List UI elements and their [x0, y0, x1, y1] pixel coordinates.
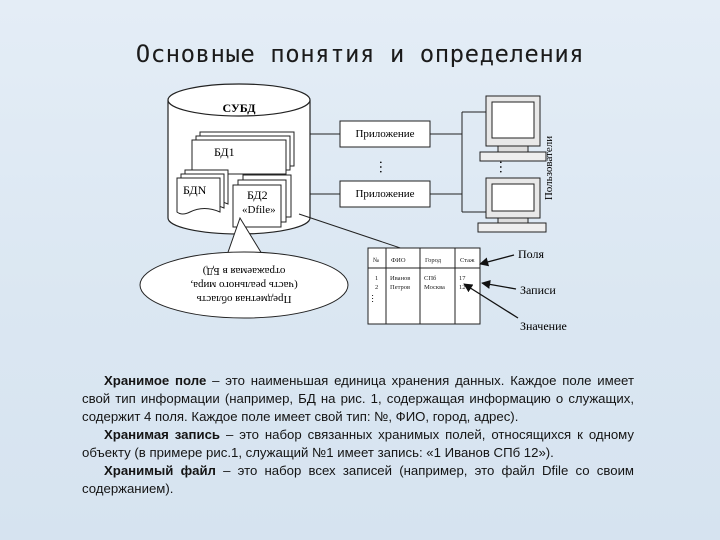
application-label-1: Приложение [355, 128, 414, 140]
computer-icon [480, 96, 546, 161]
db1-stack: БД1 [192, 132, 294, 174]
table-more-rows: … [370, 294, 380, 303]
definitions-text: Хранимое поле – это наименьшая единица х… [82, 372, 634, 498]
table-cell: 2 [375, 284, 378, 291]
value-callout: Значение [520, 319, 567, 333]
table-cell: Москва [424, 284, 445, 291]
fields-callout: Поля [518, 247, 544, 261]
table-header: Стаж [460, 257, 475, 264]
computer-icon [478, 178, 546, 232]
records-table: № ФИО Город Стаж 1 Иванов СПб 17 2 Петро… [368, 248, 480, 324]
application-label-2: Приложение [355, 188, 414, 200]
term-stored-record: Хранимая запись [104, 427, 220, 442]
table-cell: Иванов [390, 275, 410, 282]
dbms-label: СУБД [222, 101, 256, 115]
table-cell: Петров [390, 284, 410, 291]
term-stored-field: Хранимое поле [104, 373, 206, 388]
db1-label: БД1 [214, 145, 235, 159]
users-label: Пользователи [543, 136, 555, 200]
dbn-stack: БДN [177, 170, 228, 214]
db2-label: БД2 [247, 188, 268, 202]
subject-area-balloon: Предметная область (часть реального мира… [140, 218, 348, 318]
table-cell: 1 [375, 275, 378, 282]
subject-area-line: Предметная область [197, 293, 292, 305]
definition-stored-field: Хранимое поле – это наименьшая единица х… [82, 372, 634, 426]
subject-area-line: (часть реального мира, [190, 279, 298, 291]
definition-stored-file: Хранимый файл – это набор всех записей (… [82, 462, 634, 498]
table-header: № [373, 257, 379, 264]
records-callout: Записи [520, 283, 556, 297]
term-stored-file: Хранимый файл [104, 463, 216, 478]
table-header: Город [425, 257, 442, 264]
table-header: ФИО [391, 257, 406, 264]
subject-area-line: отражаемая в БД) [202, 265, 285, 277]
db2-stack: БД2 «Dfile» [233, 175, 291, 227]
applications-ellipsis: … [376, 160, 391, 174]
dfile-label: «Dfile» [242, 204, 276, 216]
table-cell: СПб [424, 275, 437, 282]
definition-stored-record: Хранимая запись – это набор связанных хр… [82, 426, 634, 462]
users-ellipsis: … [496, 160, 511, 174]
table-cell: 17 [459, 275, 466, 282]
dbn-label: БДN [183, 183, 207, 197]
